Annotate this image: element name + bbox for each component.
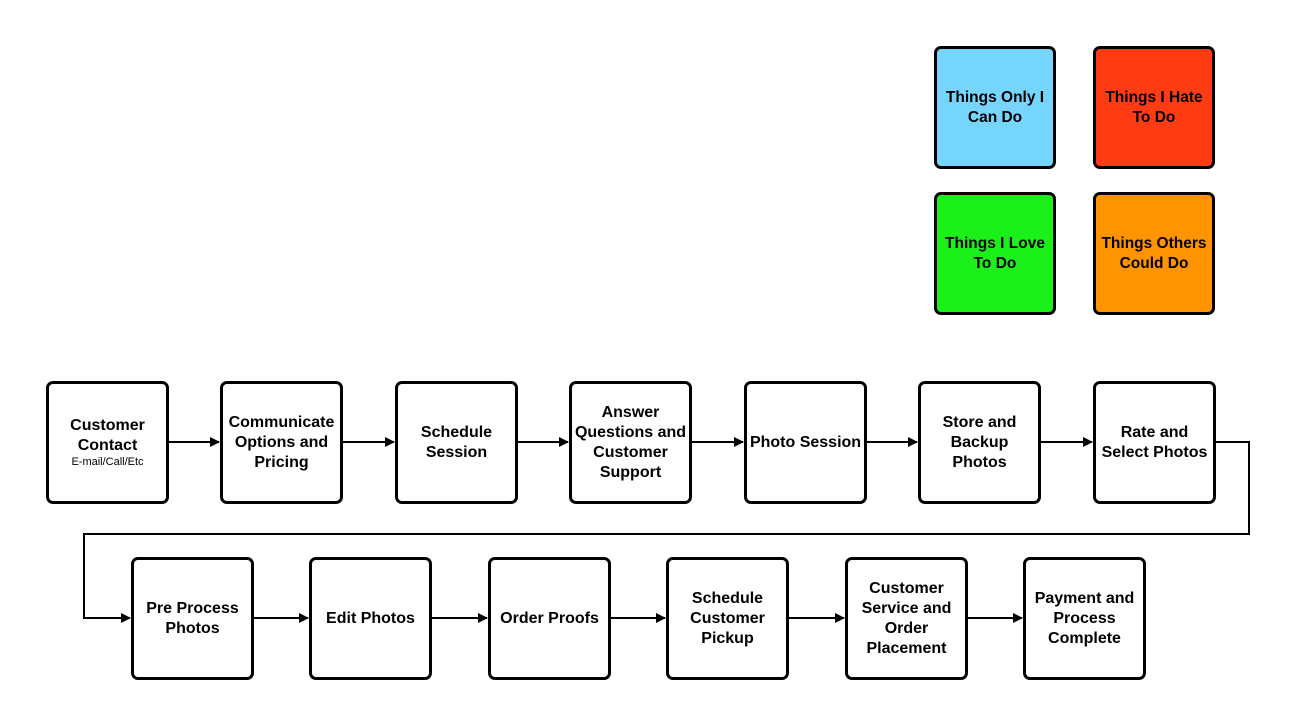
step-label: Customer Contact bbox=[70, 417, 145, 454]
step-label: Order Proofs bbox=[500, 609, 599, 627]
step-customer-service: Customer Service and Order Placement bbox=[845, 557, 968, 680]
step-schedule-session: Schedule Session bbox=[395, 381, 518, 504]
legend-label: Things I Love To Do bbox=[945, 234, 1045, 272]
legend-label: Things I Hate To Do bbox=[1105, 88, 1203, 126]
step-label: Store and Backup Photos bbox=[942, 413, 1017, 471]
step-customer-contact: Customer Contact E-mail/Call/Etc bbox=[46, 381, 169, 504]
legend-i-hate-to-do: Things I Hate To Do bbox=[1093, 46, 1215, 169]
step-rate-select: Rate and Select Photos bbox=[1093, 381, 1216, 504]
step-payment-complete: Payment and Process Complete bbox=[1023, 557, 1146, 680]
step-edit-photos: Edit Photos bbox=[309, 557, 432, 680]
step-photo-session: Photo Session bbox=[744, 381, 867, 504]
step-label: Pre Process Photos bbox=[146, 599, 239, 637]
wrap-connector-arrow bbox=[83, 441, 1250, 623]
step-label: Rate and Select Photos bbox=[1101, 423, 1208, 461]
legend-i-love-to-do: Things I Love To Do bbox=[934, 192, 1056, 315]
step-label: Communicate Options and Pricing bbox=[228, 413, 335, 471]
step-label: Schedule Customer Pickup bbox=[690, 589, 765, 647]
legend-label: Things Only I Can Do bbox=[945, 88, 1045, 126]
step-label: Schedule Session bbox=[420, 423, 493, 461]
step-pre-process: Pre Process Photos bbox=[131, 557, 254, 680]
legend-others-could-do: Things Others Could Do bbox=[1093, 192, 1215, 315]
step-label: Answer Questions and Customer Support bbox=[574, 403, 687, 481]
step-label: Photo Session bbox=[749, 433, 862, 451]
legend-label: Things Others Could Do bbox=[1101, 234, 1207, 272]
step-answer-questions: Answer Questions and Customer Support bbox=[569, 381, 692, 504]
legend-only-i-can-do: Things Only I Can Do bbox=[934, 46, 1056, 169]
step-label: Edit Photos bbox=[326, 609, 415, 627]
step-order-proofs: Order Proofs bbox=[488, 557, 611, 680]
step-label: Payment and Process Complete bbox=[1034, 589, 1135, 647]
step-schedule-pickup: Schedule Customer Pickup bbox=[666, 557, 789, 680]
step-store-backup: Store and Backup Photos bbox=[918, 381, 1041, 504]
step-label: Customer Service and Order Placement bbox=[861, 579, 952, 657]
step-communicate-options: Communicate Options and Pricing bbox=[220, 381, 343, 504]
step-sublabel: E-mail/Call/Etc bbox=[71, 456, 144, 468]
